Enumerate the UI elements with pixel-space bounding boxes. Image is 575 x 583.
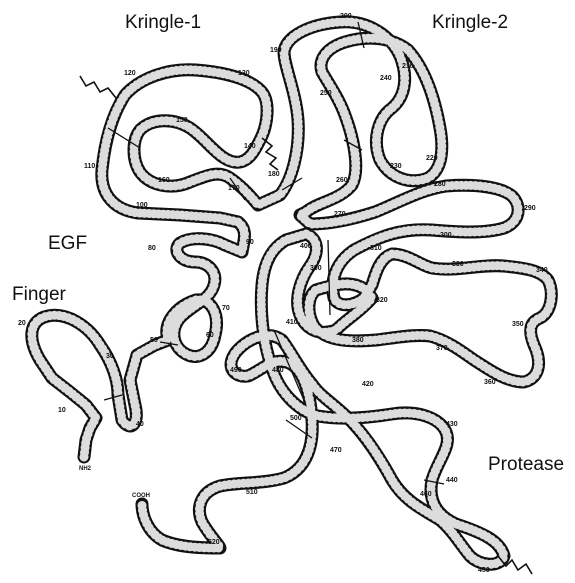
residue-number: 350 [512,321,524,328]
residue-number: 230 [390,163,402,170]
residue-number: 470 [330,447,342,454]
residue-number: 80 [148,245,156,252]
residue-number: 520 [208,539,220,546]
residue-number: 240 [380,75,392,82]
c-terminus-label: COOH [132,493,150,499]
residue-number: 440 [446,477,458,484]
residue-number: 400 [300,243,312,250]
label-kringle-1: Kringle-1 [125,12,201,33]
residue-number: 130 [238,70,250,77]
residue-number: 140 [244,143,256,150]
residue-number: 70 [222,305,230,312]
glycosylation-marker [80,76,116,98]
residue-number: 390 [310,265,322,272]
residue-number: 420 [362,381,374,388]
residue-number: 450 [478,567,490,574]
residue-number: 150 [176,117,188,124]
residue-number: 430 [446,421,458,428]
residue-number: 120 [124,70,136,77]
residue-number: 300 [440,232,452,239]
residue-number: 110 [84,163,95,170]
residue-number: 190 [270,47,282,54]
residue-number: 480 [272,367,284,374]
residue-number: 410 [286,319,298,326]
label-kringle-2: Kringle-2 [432,12,508,33]
residue-number: 500 [290,415,302,422]
residue-number: 370 [436,345,448,352]
residue-number: 270 [334,211,346,218]
residue-number: 260 [336,177,348,184]
residue-number: 200 [340,13,352,20]
residue-number: 330 [452,261,464,268]
residue-number: 160 [158,177,170,184]
residue-numbers: 10 20 30 40 50 60 70 80 90 100 110 120 1… [18,13,548,574]
residue-number: 490 [230,367,242,374]
residue-number: 10 [58,407,66,414]
residue-number: 210 [402,63,414,70]
residue-number: 250 [320,90,332,97]
residue-number: 90 [246,239,254,246]
residue-number: 20 [18,320,26,327]
label-protease: Protease [488,454,564,475]
residue-number: 340 [536,267,548,274]
residue-number: 180 [268,171,280,178]
residue-number: 310 [370,245,382,252]
n-terminus-label: NH2 [79,466,92,472]
residue-number: 30 [106,353,114,360]
residue-number: 360 [484,379,496,386]
residue-number: 60 [206,332,214,339]
residue-number: 290 [524,205,536,212]
residue-number: 460 [420,491,432,498]
residue-number: 50 [150,337,158,344]
label-finger: Finger [12,284,67,305]
residue-number: 320 [376,297,388,304]
residue-number: 100 [136,202,148,209]
residue-number: 380 [352,337,364,344]
label-egf: EGF [48,233,87,254]
polypeptide-chain [32,22,551,564]
residue-number: 220 [426,155,438,162]
residue-number: 170 [228,185,240,192]
residue-number: 280 [434,181,446,188]
residue-number: 40 [136,421,144,428]
residue-number: 510 [246,489,258,496]
